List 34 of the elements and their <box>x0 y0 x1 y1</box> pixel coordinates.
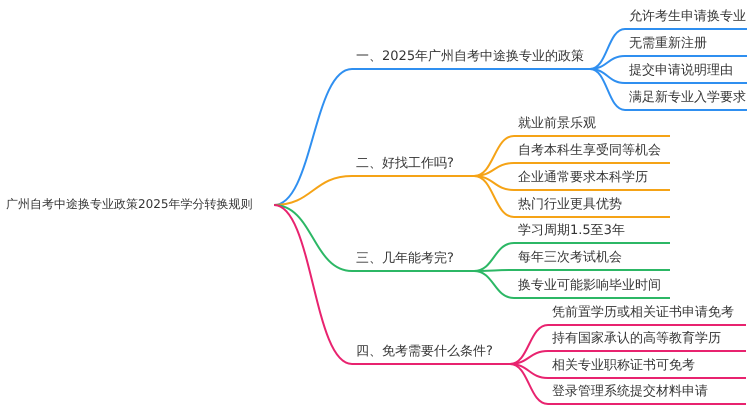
branch-line <box>474 135 514 177</box>
topic-label: 热门行业更具优势 <box>514 194 670 218</box>
topic-label: 持有国家承认的高等教育学历 <box>548 328 746 352</box>
topic-label: 企业通常要求本科学历 <box>514 167 670 191</box>
branch-line <box>510 363 548 379</box>
branch-line <box>474 175 514 218</box>
topic-label: 允许考生申请换专业 <box>625 6 747 30</box>
topic-label: 满足新专业入学要求 <box>625 87 747 111</box>
branch-line <box>590 68 626 111</box>
branch-line <box>510 324 548 365</box>
branch-line <box>474 175 514 191</box>
branch-line <box>590 68 626 84</box>
topic-label: 三、几年能考完? <box>352 248 474 272</box>
topic-label: 四、免考需要什么条件? <box>352 341 510 365</box>
topic-label: 每年三次考试机会 <box>514 247 670 271</box>
topic-label: 无需重新注册 <box>625 33 747 57</box>
branch-line <box>590 28 626 70</box>
topic-label: 换专业可能影响毕业时间 <box>514 275 670 299</box>
topic-label: 自考本科生享受同等机会 <box>514 140 670 164</box>
topic-label: 相关专业职称证书可免考 <box>548 355 746 379</box>
topic-label: 二、好找工作吗? <box>352 153 474 177</box>
topic-label: 就业前景乐观 <box>514 113 670 137</box>
branch-line <box>474 270 514 299</box>
branch-line <box>274 204 352 272</box>
topic-label: 提交申请说明理由 <box>625 60 747 84</box>
branch-line <box>474 269 514 272</box>
topic-label: 登录管理系统提交材料申请 <box>548 381 746 405</box>
branch-line <box>274 204 352 365</box>
topic-label: 凭前置学历或相关证书申请免考 <box>548 302 746 326</box>
branch-line <box>274 68 352 206</box>
root-topic: 广州自考中途换专业政策2025年学分转换规则 <box>2 193 274 217</box>
topic-label: 学习周期1.5至3年 <box>514 220 670 244</box>
topic-label: 一、2025年广州自考中途换专业的政策 <box>352 46 590 70</box>
branch-line <box>510 363 548 405</box>
